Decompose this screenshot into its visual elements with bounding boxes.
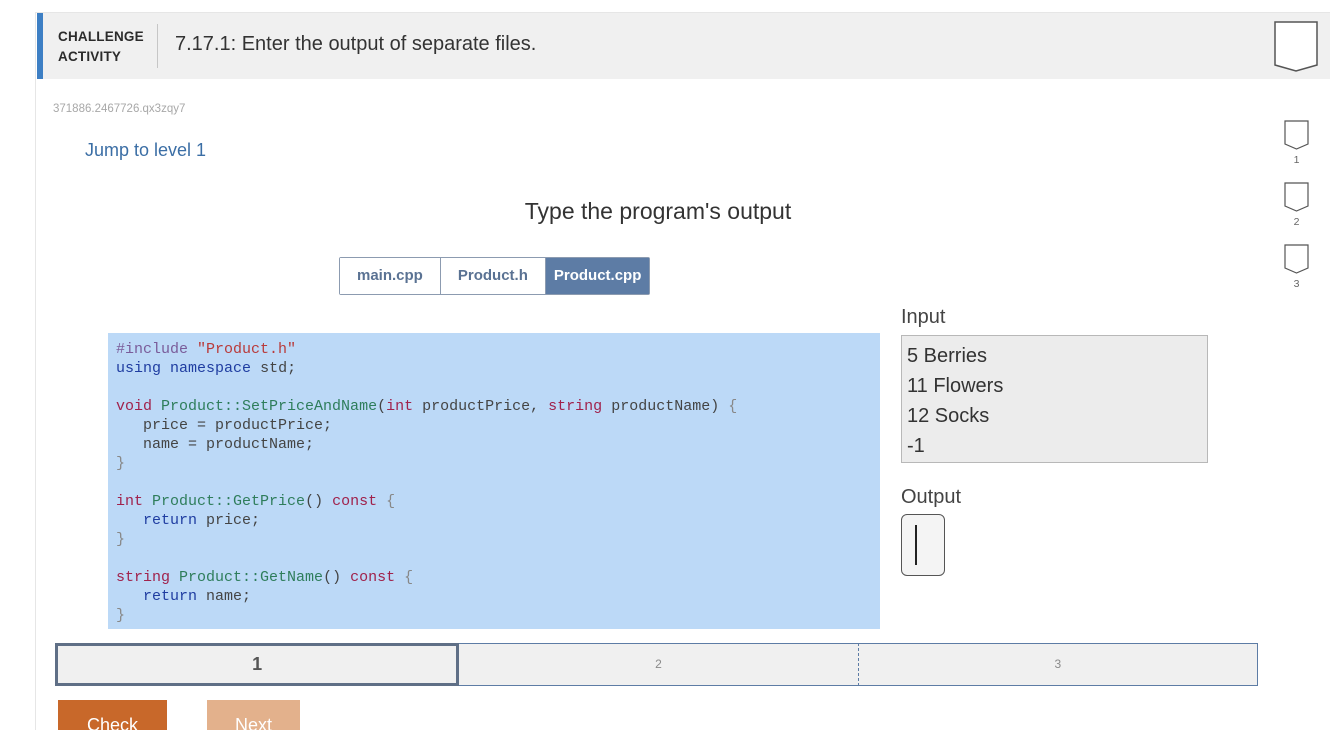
code-token: return <box>143 512 198 529</box>
code-token: using <box>116 360 162 377</box>
code-token: "Product.h" <box>197 341 297 358</box>
code-token: } <box>116 531 126 548</box>
code-token: name; <box>206 588 252 605</box>
code-token: { <box>404 569 414 586</box>
level-badge-2[interactable]: 2 <box>1284 182 1309 228</box>
code-token: string <box>116 569 171 586</box>
code-token: const <box>332 493 378 510</box>
code-token: name = productName; <box>143 436 315 453</box>
jump-to-level-link[interactable]: Jump to level 1 <box>85 140 207 160</box>
program-input: 5 Berries 11 Flowers 12 Socks -1 <box>901 335 1208 463</box>
code-token: Product::SetPriceAndName <box>161 398 378 415</box>
activity-kind-line2: ACTIVITY <box>58 49 122 64</box>
input-label: Input <box>901 306 946 328</box>
tab-main-cpp[interactable]: main.cpp <box>340 258 441 294</box>
output-textarea[interactable] <box>901 514 945 576</box>
code-token: } <box>116 455 126 472</box>
level-badge-3[interactable]: 3 <box>1284 244 1309 290</box>
code-token: productName) <box>611 398 720 415</box>
input-line: 11 Flowers <box>907 375 1004 397</box>
code-token: namespace <box>170 360 252 377</box>
level-badge-number: 1 <box>1293 154 1300 166</box>
task-prompt: Type the program's output <box>524 198 792 224</box>
level-badge-icon <box>1284 182 1309 212</box>
activity-kind-line1: CHALLENGE <box>58 29 144 44</box>
level-badge-icon <box>1284 120 1309 150</box>
code-token: Product::GetName <box>179 569 324 586</box>
code-token: std; <box>260 360 297 377</box>
input-line: -1 <box>907 435 925 457</box>
progress-segment-3[interactable]: 3 <box>858 643 1258 686</box>
activity-header: CHALLENGE ACTIVITY 7.17.1: Enter the out… <box>37 13 1330 79</box>
code-token: () <box>305 493 324 510</box>
code-viewer: #include "Product.h" using namespace std… <box>108 333 880 629</box>
code-token: int <box>116 493 144 510</box>
level-badge-number: 3 <box>1293 278 1300 290</box>
input-line: 12 Socks <box>907 405 990 427</box>
output-label: Output <box>901 486 962 508</box>
level-badge-1[interactable]: 1 <box>1284 120 1309 166</box>
tab-product-cpp[interactable]: Product.cpp <box>545 258 650 294</box>
code-token: productPrice, <box>422 398 540 415</box>
code-token: const <box>350 569 396 586</box>
code-token: () <box>323 569 342 586</box>
check-button[interactable]: Check <box>58 700 167 730</box>
code-token: price = productPrice; <box>143 417 333 434</box>
code-token: price; <box>206 512 261 529</box>
code-token: { <box>386 493 396 510</box>
code-token: Product::GetPrice <box>152 493 306 510</box>
file-tabs: main.cpp Product.h Product.cpp <box>339 257 651 295</box>
activity-title: 7.17.1: Enter the output of separate fil… <box>175 33 537 55</box>
next-button[interactable]: Next <box>207 700 300 730</box>
header-divider <box>157 24 158 68</box>
activity-frame <box>35 12 1330 730</box>
code-token: } <box>116 607 126 624</box>
input-line: 5 Berries <box>907 345 988 367</box>
activity-id: 371886.2467726.qx3zqy7 <box>53 103 186 115</box>
activity-kind: CHALLENGE ACTIVITY <box>58 27 144 67</box>
code-token: void <box>116 398 153 415</box>
code-token: return <box>143 588 198 605</box>
level-progress-bar: 1 2 3 <box>55 643 1258 686</box>
code-token: int <box>386 398 414 415</box>
code-token: string <box>548 398 603 415</box>
progress-segment-2[interactable]: 2 <box>459 643 859 686</box>
completion-badge-icon <box>1274 21 1318 72</box>
code-token: { <box>728 398 738 415</box>
progress-segment-1[interactable]: 1 <box>55 643 460 686</box>
level-badge-number: 2 <box>1293 216 1300 228</box>
tab-product-h[interactable]: Product.h <box>440 258 546 294</box>
level-badge-icon <box>1284 244 1309 274</box>
code-token: #include <box>116 341 189 358</box>
text-cursor <box>915 525 917 565</box>
code-token: ( <box>377 398 387 415</box>
